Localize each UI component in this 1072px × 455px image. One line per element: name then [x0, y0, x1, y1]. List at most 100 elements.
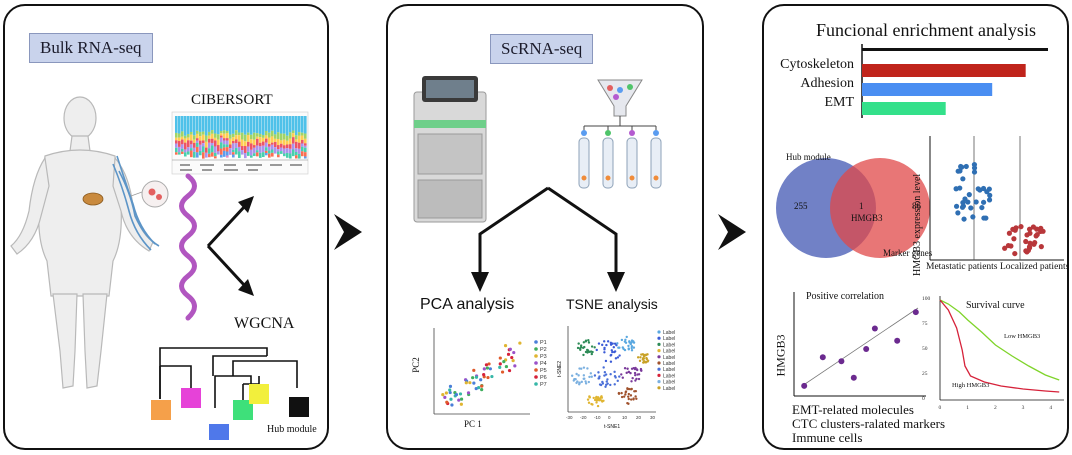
pca-point — [498, 365, 502, 369]
cibersort-bar-segment — [277, 139, 280, 146]
venn-overlap-gene: HMGB3 — [851, 213, 883, 223]
cibersort-bar-segment — [247, 141, 250, 147]
corr-ylabel: HMGB3 — [773, 334, 788, 377]
tsne-point — [618, 375, 621, 378]
cibersort-bar-segment — [175, 143, 178, 148]
cibersort-bar-segment — [253, 147, 256, 154]
pca-point — [444, 391, 448, 395]
cibersort-bar-segment — [253, 116, 256, 133]
metastatic-point — [975, 186, 981, 192]
tsne-xtick-label: -30 — [566, 415, 573, 420]
enrichment-bar — [862, 48, 1048, 51]
tsne-point — [632, 341, 636, 344]
venn-right-label: Marker genes — [883, 248, 933, 258]
cibersort-bar-segment — [238, 116, 241, 133]
pca-point — [466, 391, 471, 395]
tsne-point — [582, 366, 586, 369]
cibersort-bar-segment — [244, 116, 247, 135]
tsne-point — [599, 383, 603, 387]
cibersort-bar-segment — [304, 138, 307, 144]
pca-point — [472, 381, 476, 385]
survival-title: Survival curve — [966, 300, 1025, 311]
tsne-point — [604, 359, 608, 363]
tsne-point — [630, 346, 633, 350]
cibersort-bar-segment — [226, 155, 229, 158]
cibersort-bar-segment — [280, 147, 283, 152]
localized-point — [1038, 244, 1044, 250]
cibersort-bar-segment — [181, 136, 184, 140]
tsne-point — [574, 378, 577, 381]
tsne-point — [645, 357, 649, 361]
tsne-point — [582, 341, 586, 344]
cibersort-bar-segment — [277, 116, 280, 133]
cibersort-bar-segment — [196, 133, 199, 139]
tsne-point — [596, 399, 599, 402]
tsne-point — [606, 382, 609, 385]
bottom-line-2: CTC clusters-ralated markers — [792, 416, 946, 431]
survival-xtick-label: 1 — [966, 405, 969, 411]
cibersort-bar-segment — [184, 149, 187, 153]
cibersort-bar-segment — [232, 143, 235, 150]
tsne-point — [596, 404, 600, 408]
cibersort-bar-segment — [229, 134, 232, 139]
cibersort-bar-segment — [211, 142, 214, 146]
cibersort-bar-segment — [193, 116, 196, 136]
cibersort-bar-segment — [268, 132, 271, 138]
cibersort-bar-segment — [193, 151, 196, 158]
cibersort-bar-segment — [256, 136, 259, 139]
tsne-point — [587, 339, 590, 342]
cibersort-bar-segment — [280, 143, 283, 148]
cibersort-bar-segment — [238, 151, 241, 158]
localized-point — [1025, 247, 1031, 254]
tsne-point — [601, 400, 604, 403]
cibersort-bar-segment — [277, 132, 280, 140]
pca-point — [448, 390, 452, 395]
cibersort-bar-segment — [247, 135, 250, 142]
tsne-legend-marker — [657, 342, 661, 346]
tsne-point — [601, 380, 604, 384]
validation-panel: Funcional enrichment analysis Cytoskelet… — [762, 4, 1069, 450]
cibersort-bar-segment — [190, 148, 193, 151]
tsne-point — [639, 356, 642, 359]
tsne-point — [601, 343, 604, 347]
tsne-point — [627, 402, 630, 405]
tsne-point — [576, 346, 580, 350]
localized-point — [1005, 242, 1011, 249]
cibersort-bar-segment — [193, 142, 196, 148]
metastatic-point — [979, 204, 985, 211]
tsne-point — [595, 348, 598, 352]
tsne-legend-label: Label — [663, 336, 675, 342]
tsne-point — [621, 346, 624, 349]
tsne-point — [612, 345, 615, 349]
cibersort-bar-segment — [211, 145, 214, 153]
tsne-point — [621, 376, 624, 379]
cibersort-bar-segment — [250, 155, 253, 158]
pca-point — [500, 370, 505, 374]
cibersort-bar-segment — [178, 133, 181, 138]
tsne-point — [590, 402, 593, 406]
cibersort-bar-segment — [208, 116, 211, 132]
tsne-legend-label: Label — [663, 355, 675, 361]
cibersort-bar-segment — [226, 138, 229, 141]
cibersort-bar-segment — [178, 116, 181, 134]
cibersort-bar-segment — [193, 135, 196, 140]
pca-point — [479, 378, 483, 382]
cibersort-bar-segment — [268, 153, 271, 158]
cibersort-bar-segment — [298, 142, 301, 149]
tsne-point — [638, 359, 642, 363]
tsne-point — [641, 353, 644, 356]
tsne-point — [591, 350, 594, 354]
cibersort-bar-segment — [238, 132, 241, 136]
cibersort-bar-segment — [262, 152, 265, 157]
tsne-point — [609, 354, 612, 357]
tsne-point — [635, 397, 638, 401]
cibersort-bar-segment — [289, 116, 292, 133]
tsne-point — [609, 360, 613, 363]
tsne-point — [603, 351, 606, 354]
cibersort-bar-segment — [196, 142, 199, 147]
tsne-point — [586, 348, 589, 352]
cibersort-bar-segment — [244, 141, 247, 147]
venn-right-count: 86 — [912, 201, 921, 211]
tsne-point — [586, 367, 589, 370]
